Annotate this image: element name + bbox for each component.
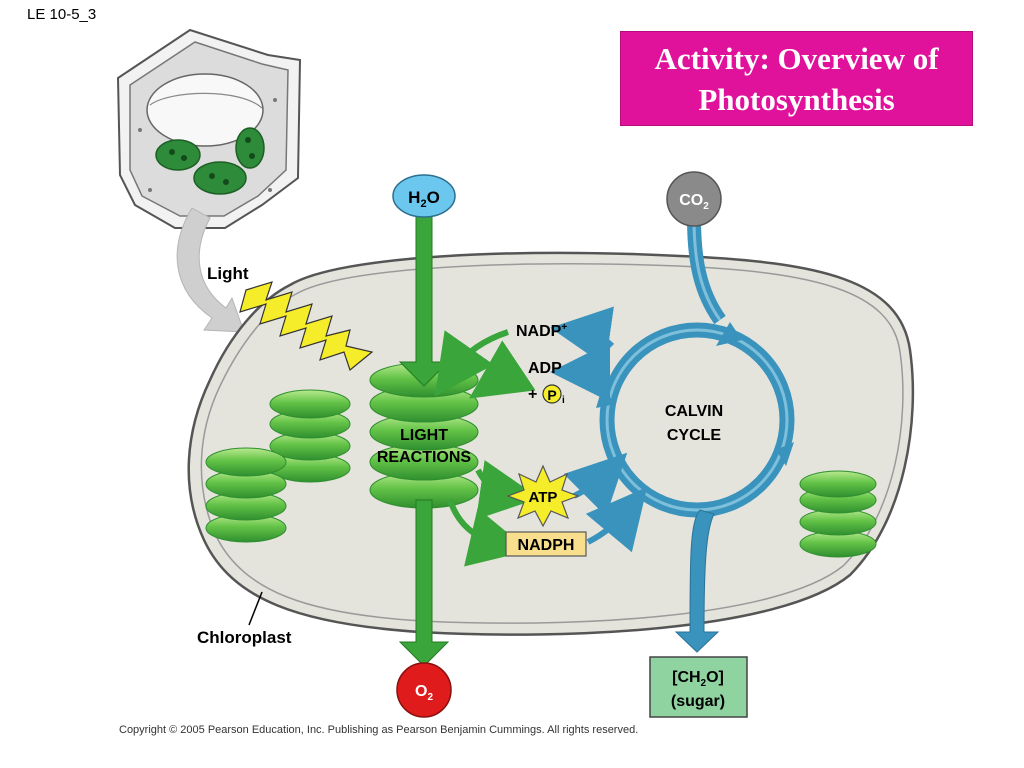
arrow-to-atp [475, 460, 540, 520]
title-box: Activity: Overview of Photosynthesis [620, 31, 973, 126]
svg-text:O2: O2 [415, 683, 433, 703]
o2-label-sub: 2 [427, 692, 433, 703]
h2o-label-h: H [408, 188, 420, 207]
slide-id-label: LE 10-5_3 [27, 6, 97, 23]
slide-title: Activity: Overview of Photosynthesis [654, 40, 939, 117]
chloroplast-label: Chloroplast [197, 628, 292, 647]
sugar-line2: (sugar) [671, 693, 725, 710]
calvin-cycle-line2: CYCLE [667, 427, 722, 444]
arrow-adp-to-light [469, 340, 536, 399]
atp-label: ATP [529, 489, 558, 506]
atp-starburst [506, 464, 580, 528]
arrow-nadph-to-cycle [585, 486, 648, 553]
light-bolt-icon [239, 281, 374, 372]
calvin-cycle-line1: CALVIN [665, 403, 723, 420]
plant-cell-illustration [116, 28, 302, 229]
chloroplast-inner-membrane [200, 263, 904, 624]
nadph-box [505, 531, 587, 557]
arrow-atp-to-cycle [563, 452, 628, 517]
copyright-notice: Copyright © 2005 Pearson Education, Inc.… [119, 724, 639, 736]
arrow-cycle-to-adp [550, 342, 611, 403]
co2-bubble [666, 171, 722, 227]
co2-label: CO [679, 192, 703, 209]
chloroplast-outer-membrane [187, 251, 915, 636]
plus-label: + [528, 386, 537, 403]
nadph-label: NADPH [518, 537, 575, 554]
svg-text:CO2: CO2 [679, 192, 709, 212]
phosphate-label: P [547, 387, 556, 403]
phosphate-icon [542, 384, 562, 404]
o2-bubble [396, 662, 452, 718]
svg-text:NADP+: NADP+ [516, 322, 567, 340]
h2o-label-sub: 2 [420, 198, 426, 210]
o2-arrow [398, 499, 450, 667]
phosphate-sub: i [562, 395, 565, 406]
sugar-line1-pre: [CH [672, 669, 700, 686]
h2o-bubble [392, 174, 456, 218]
chloroplast-pointer [248, 591, 263, 626]
nadp-label: NADP [516, 323, 562, 340]
granum-right [799, 470, 877, 558]
sugar-line1-post: O] [706, 669, 724, 686]
light-reactions-line1: LIGHT [400, 427, 448, 444]
sugar-box [649, 656, 748, 718]
light-reactions-line2: REACTIONS [377, 449, 472, 466]
h2o-label-o: O [427, 188, 440, 207]
granum-left-back [269, 389, 351, 483]
sugar-line1-sub: 2 [701, 678, 707, 689]
co2-label-sub: 2 [703, 201, 709, 212]
svg-text:[CH2O]: [CH2O] [672, 669, 724, 689]
light-label: Light [207, 264, 249, 283]
sugar-arrow [674, 509, 720, 653]
granum-left-front [205, 447, 287, 543]
arrow-to-nadph [447, 498, 530, 567]
svg-text:H2O: H2O [408, 188, 440, 210]
adp-label: ADP [528, 360, 562, 377]
o2-label: O [415, 683, 427, 700]
nadp-sup: + [561, 322, 567, 333]
